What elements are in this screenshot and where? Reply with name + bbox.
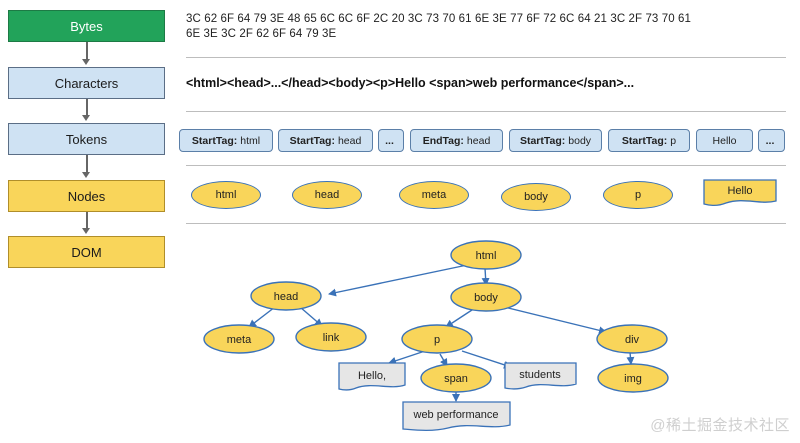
tree-label: html: [476, 250, 497, 262]
stage-tokens: Tokens: [8, 123, 165, 155]
tree-node-body: [450, 282, 522, 312]
edge-head-meta: [248, 306, 276, 328]
separator: [186, 223, 786, 224]
token-kind: StartTag:: [191, 134, 238, 147]
tree-label: meta: [227, 334, 252, 346]
tree-label: div: [625, 334, 640, 346]
token-value: p: [670, 134, 677, 147]
token-kind: StartTag:: [519, 134, 566, 147]
node-html: html: [191, 181, 261, 209]
bytes-content: 3C 62 6F 64 79 3E 48 65 6C 6C 6F 2C 20 3…: [186, 12, 786, 42]
token-value: Hello: [712, 134, 737, 147]
token: ...: [378, 129, 404, 152]
tree-label: span: [444, 373, 468, 385]
separator: [186, 111, 786, 112]
tree-label: head: [274, 291, 298, 303]
token-kind: ...: [765, 134, 775, 147]
token-kind: StartTag:: [289, 134, 335, 147]
text-nodes: [338, 362, 577, 432]
text-node-students: [504, 362, 577, 390]
node-label: p: [634, 189, 642, 201]
tree-labels: html head body meta link p div span img …: [227, 250, 642, 421]
token: Hello: [696, 129, 753, 152]
token-value: head: [466, 134, 491, 147]
bytes-line: 6E 3E 3C 2F 62 6F 64 79 3E: [186, 28, 337, 40]
token: EndTag:head: [410, 129, 503, 152]
stage-dom: DOM: [8, 236, 165, 268]
tree-node-link: [295, 322, 367, 352]
token-kind: ...: [385, 134, 394, 147]
node-label: head: [314, 189, 340, 201]
stage-characters: Characters: [8, 67, 165, 99]
text-node-web-performance: [402, 401, 511, 432]
stage-label: Characters: [54, 75, 119, 91]
node-label: Hello: [727, 185, 752, 197]
stage-arrow-icon: [82, 172, 90, 178]
token: StartTag:body: [509, 129, 602, 152]
tree-label: web performance: [413, 409, 499, 421]
bytes-line: 3C 62 6F 64 79 3E 48 65 6C 6C 6F 2C 20 3…: [186, 13, 692, 25]
stage-label: DOM: [71, 244, 102, 260]
edge-body-div: [499, 305, 607, 335]
node-label: meta: [421, 189, 447, 201]
token: StartTag:p: [608, 129, 690, 152]
stage-arrow-icon: [82, 115, 90, 121]
token-value: head: [337, 134, 362, 147]
tree-edges: [248, 263, 635, 402]
tree-node-p: [401, 324, 473, 354]
tree-label: body: [474, 292, 498, 304]
edge-body-p: [445, 307, 476, 328]
stage-connector: [86, 212, 88, 229]
stage-label: Bytes: [70, 18, 103, 34]
edge-head-link: [299, 306, 323, 327]
characters-content: <html><head>...</head><body><p>Hello <sp…: [186, 76, 635, 90]
stage-nodes: Nodes: [8, 180, 165, 212]
tree-label: img: [624, 373, 642, 385]
token-kind: EndTag:: [422, 134, 464, 147]
edge-html-head: [328, 263, 473, 297]
tree-label: students: [519, 369, 561, 381]
stage-arrow-icon: [82, 228, 90, 234]
edge-p-hello: [388, 350, 426, 365]
node-p: p: [603, 181, 673, 209]
stage-connector: [86, 99, 88, 116]
stage-connector: [86, 42, 88, 60]
token: StartTag:html: [179, 129, 273, 152]
node-meta: meta: [399, 181, 469, 209]
tree-label: Hello,: [358, 370, 386, 382]
tree-node-head: [250, 281, 322, 311]
edge-html-body: [481, 267, 490, 286]
node-label: body: [524, 191, 548, 203]
tree-node-html: [450, 240, 522, 270]
stage-label: Nodes: [67, 188, 106, 204]
tree-node-span: [420, 363, 492, 393]
token-kind: StartTag:: [621, 134, 668, 147]
stage-bytes: Bytes: [8, 10, 165, 42]
tree-label: p: [434, 334, 440, 346]
node-body: body: [501, 183, 571, 211]
separator: [186, 57, 786, 58]
edge-div-img: [626, 351, 635, 365]
stage-label: Tokens: [65, 131, 108, 147]
tree-node-meta: [203, 324, 275, 354]
node-text-hello: Hello: [703, 179, 777, 207]
node-label: html: [215, 189, 237, 201]
watermark: @稀土掘金技术社区: [650, 417, 790, 434]
edge-p-students: [461, 350, 512, 369]
tree-node-div: [596, 324, 668, 354]
token: ...: [758, 129, 785, 152]
token-value: body: [568, 134, 592, 147]
node-head: head: [292, 181, 362, 209]
token: StartTag:head: [278, 129, 373, 152]
tree-node-img: [597, 363, 669, 393]
text-node-hello: [338, 362, 406, 391]
stage-arrow-icon: [82, 59, 90, 65]
separator: [186, 165, 786, 166]
token-value: html: [240, 134, 261, 147]
stage-connector: [86, 155, 88, 173]
tree-label: link: [323, 332, 340, 344]
tree-nodes: [203, 240, 669, 393]
